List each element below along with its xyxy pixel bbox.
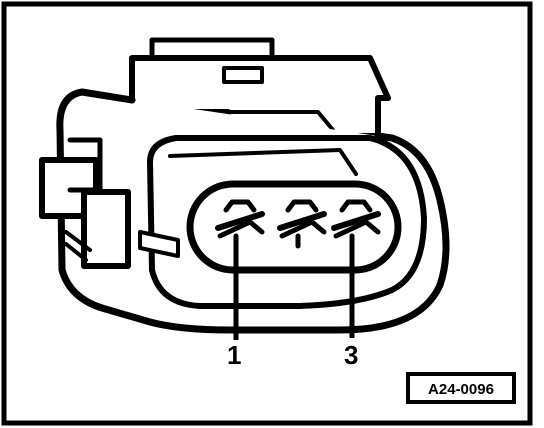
shroud-ledge: [138, 230, 180, 258]
callout-label-3: 3: [344, 340, 358, 370]
latch-ramp: [228, 110, 340, 138]
reference-code: A24-0096: [428, 381, 494, 398]
shroud-top-rib: [168, 148, 358, 176]
latch-window: [222, 66, 264, 84]
terminal-2: [277, 199, 327, 249]
side-lug-lower: [81, 189, 131, 269]
reference-box: [406, 372, 516, 404]
side-lug-hatch: [64, 230, 92, 262]
callout-label-1: 1: [227, 340, 241, 370]
